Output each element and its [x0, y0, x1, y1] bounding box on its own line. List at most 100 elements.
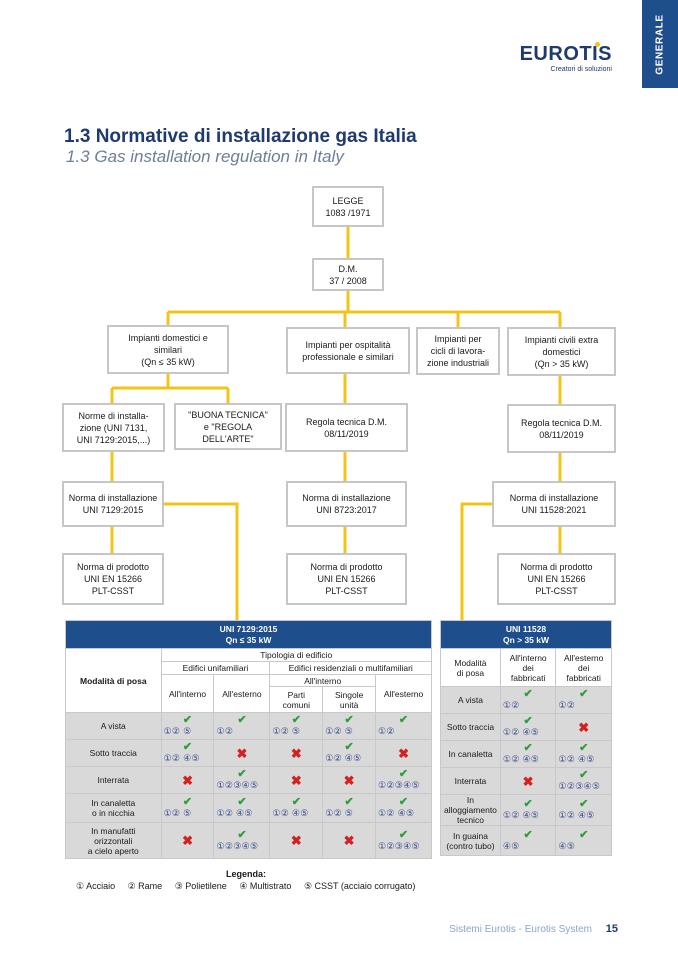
table-row: Interrata✖✔①②③④⑤	[440, 767, 612, 795]
check-icon: ✔	[579, 798, 589, 810]
check-icon: ✔	[344, 714, 354, 726]
norma-11528-box: Norma di installazione UNI 11528:2021	[492, 481, 616, 527]
table-row: In canaletta✔①② ④⑤✔①② ④⑤	[440, 740, 612, 768]
table-cell: ✔①② ④⑤	[555, 794, 612, 826]
table2-header: UNI 11528 Qn > 35 kW	[440, 620, 612, 649]
table-cell: ✔①② ④⑤	[375, 793, 432, 823]
table2-modalita-header: Modalità di posa	[440, 648, 501, 687]
logo-tagline: Creatori di soluzioni	[550, 66, 612, 73]
check-icon: ✔	[398, 768, 409, 780]
table-cell: ✔①②	[555, 686, 612, 714]
table1-modalita-header: Modalità di posa	[65, 648, 162, 713]
check-icon: ✔	[182, 741, 193, 753]
legend: ① Acciaio ② Rame ③ Polietilene ④ Multist…	[76, 881, 425, 892]
impianti-civili-box: Impianti civili extra domestici (Qn > 35…	[507, 327, 616, 376]
material-codes: ④⑤	[558, 840, 576, 851]
check-icon: ✔	[237, 714, 247, 726]
check-icon: ✔	[182, 714, 193, 726]
material-codes: ①②	[216, 726, 234, 736]
table1-residenziali-header: Edifici residenziali o multifamiliari	[269, 661, 432, 675]
regola-tecnica-box-2: Regola tecnica D.M. 08/11/2019	[507, 404, 616, 453]
norma-prodotto-box-2: Norma di prodotto UNI EN 15266 PLT-CSST	[286, 553, 407, 605]
logo-name: EUROTIS	[519, 43, 612, 65]
table-cell: ✖	[269, 739, 324, 767]
row-label: In alloggiamento tecnico	[440, 794, 501, 826]
table1-col-5: All'esterno	[375, 674, 432, 713]
cross-icon: ✖	[343, 833, 355, 848]
material-codes: ①②③④⑤	[378, 780, 420, 790]
legend-item-rame: ② Rame	[127, 881, 163, 891]
logo-dot-icon	[595, 42, 600, 47]
legge-box: LEGGE 1083 /1971	[312, 186, 384, 227]
material-codes: ①② ④⑤	[502, 810, 540, 820]
material-codes: ①② ④⑤	[502, 727, 540, 737]
table-cell: ✔①②③④⑤	[213, 766, 271, 794]
table-cell: ✔①② ⑤	[269, 712, 324, 740]
material-codes: ①② ④⑤	[216, 808, 253, 818]
check-icon: ✔	[523, 715, 533, 727]
table-cell: ✔④⑤	[555, 825, 612, 856]
check-icon: ✔	[398, 714, 409, 726]
material-codes: ①② ④⑤	[502, 754, 540, 764]
page-number: 15	[605, 923, 618, 935]
table-cell: ✖	[555, 713, 612, 741]
table-cell: ✔①② ④⑤	[499, 740, 557, 768]
material-codes: ①② ④⑤	[163, 753, 200, 763]
material-codes: ①② ④⑤	[558, 810, 595, 820]
legend-item-multistrato: ④ Multistrato	[239, 881, 292, 891]
table2-col-2: All'esterno dei fabbricati	[555, 648, 612, 687]
table-cell: ✖	[322, 822, 377, 859]
table-cell: ✔①②	[499, 686, 557, 714]
check-icon: ✔	[579, 828, 589, 841]
cross-icon: ✖	[290, 745, 302, 761]
table-cell: ✔①②③④⑤	[213, 822, 271, 859]
material-codes: ①② ④⑤	[378, 808, 415, 818]
check-icon: ✔	[579, 742, 589, 754]
check-icon: ✔	[291, 796, 301, 808]
table1-tipologia-header: Tipologia di edificio	[160, 648, 433, 662]
table-cell: ✖	[213, 739, 271, 767]
table1-col-3: Parti comuni	[269, 686, 324, 713]
check-icon: ✔	[523, 828, 533, 841]
table-cell: ✖	[269, 822, 324, 859]
check-icon: ✔	[344, 796, 354, 808]
table-cell: ✔①② ⑤	[322, 793, 377, 823]
table1-col-1: All'interno	[160, 674, 215, 713]
check-icon: ✔	[237, 796, 247, 808]
legend-title: Legenda:	[226, 869, 267, 879]
uni-7129-table: UNI 7129:2015 Qn ≤ 35 kW Modalità di pos…	[65, 620, 433, 859]
legend-item-acciaio: ① Acciaio	[76, 881, 116, 891]
impianti-domestici-box: Impianti domestici e similari (Qn ≤ 35 k…	[107, 325, 229, 374]
material-codes: ①② ⑤	[163, 808, 192, 818]
material-codes: ④⑤	[502, 840, 520, 851]
row-label: In canaletta	[440, 740, 501, 768]
table-cell: ✖	[160, 822, 215, 859]
table-cell: ✔①② ④⑤	[213, 793, 271, 823]
table-row: In guaina (contro tubo)✔④⑤✔④⑤	[440, 825, 612, 856]
table-row: In manufatti orizzontali a cielo aperto✖…	[65, 822, 432, 859]
row-label: Interrata	[65, 766, 162, 794]
table1-col-2: All'esterno	[213, 674, 271, 713]
cross-icon: ✖	[398, 745, 409, 761]
legend-item-csst: ⑤ CSST (acciaio corrugato)	[303, 881, 416, 891]
table-cell: ✖	[322, 766, 377, 794]
table-cell: ✔①② ⑤	[322, 712, 377, 740]
cross-icon: ✖	[182, 772, 193, 788]
dm-box: D.M. 37 / 2008	[312, 258, 384, 291]
material-codes: ①②③④⑤	[216, 780, 259, 790]
material-codes: ①②③④⑤	[378, 840, 420, 851]
table-row: Sotto traccia ✔①② ④⑤ ✖	[440, 713, 612, 741]
norma-8723-box: Norma di installazione UNI 8723:2017	[286, 481, 407, 527]
row-label: Sotto traccia	[440, 713, 501, 741]
cross-icon: ✖	[522, 773, 534, 789]
material-codes: ①②	[378, 726, 395, 736]
table-cell: ✔①②	[375, 712, 432, 740]
table-row: A vista✔①②✔①②	[440, 686, 612, 714]
check-icon: ✔	[344, 741, 354, 753]
table-cell: ✔①② ④⑤	[269, 793, 324, 823]
check-icon: ✔	[237, 768, 247, 780]
legend-item-polietilene: ③ Polietilene	[174, 881, 227, 891]
material-codes: ①② ④⑤	[558, 754, 595, 764]
material-codes: ①②③④⑤	[558, 781, 601, 791]
regola-tecnica-box-1: Regola tecnica D.M. 08/11/2019	[285, 403, 408, 452]
